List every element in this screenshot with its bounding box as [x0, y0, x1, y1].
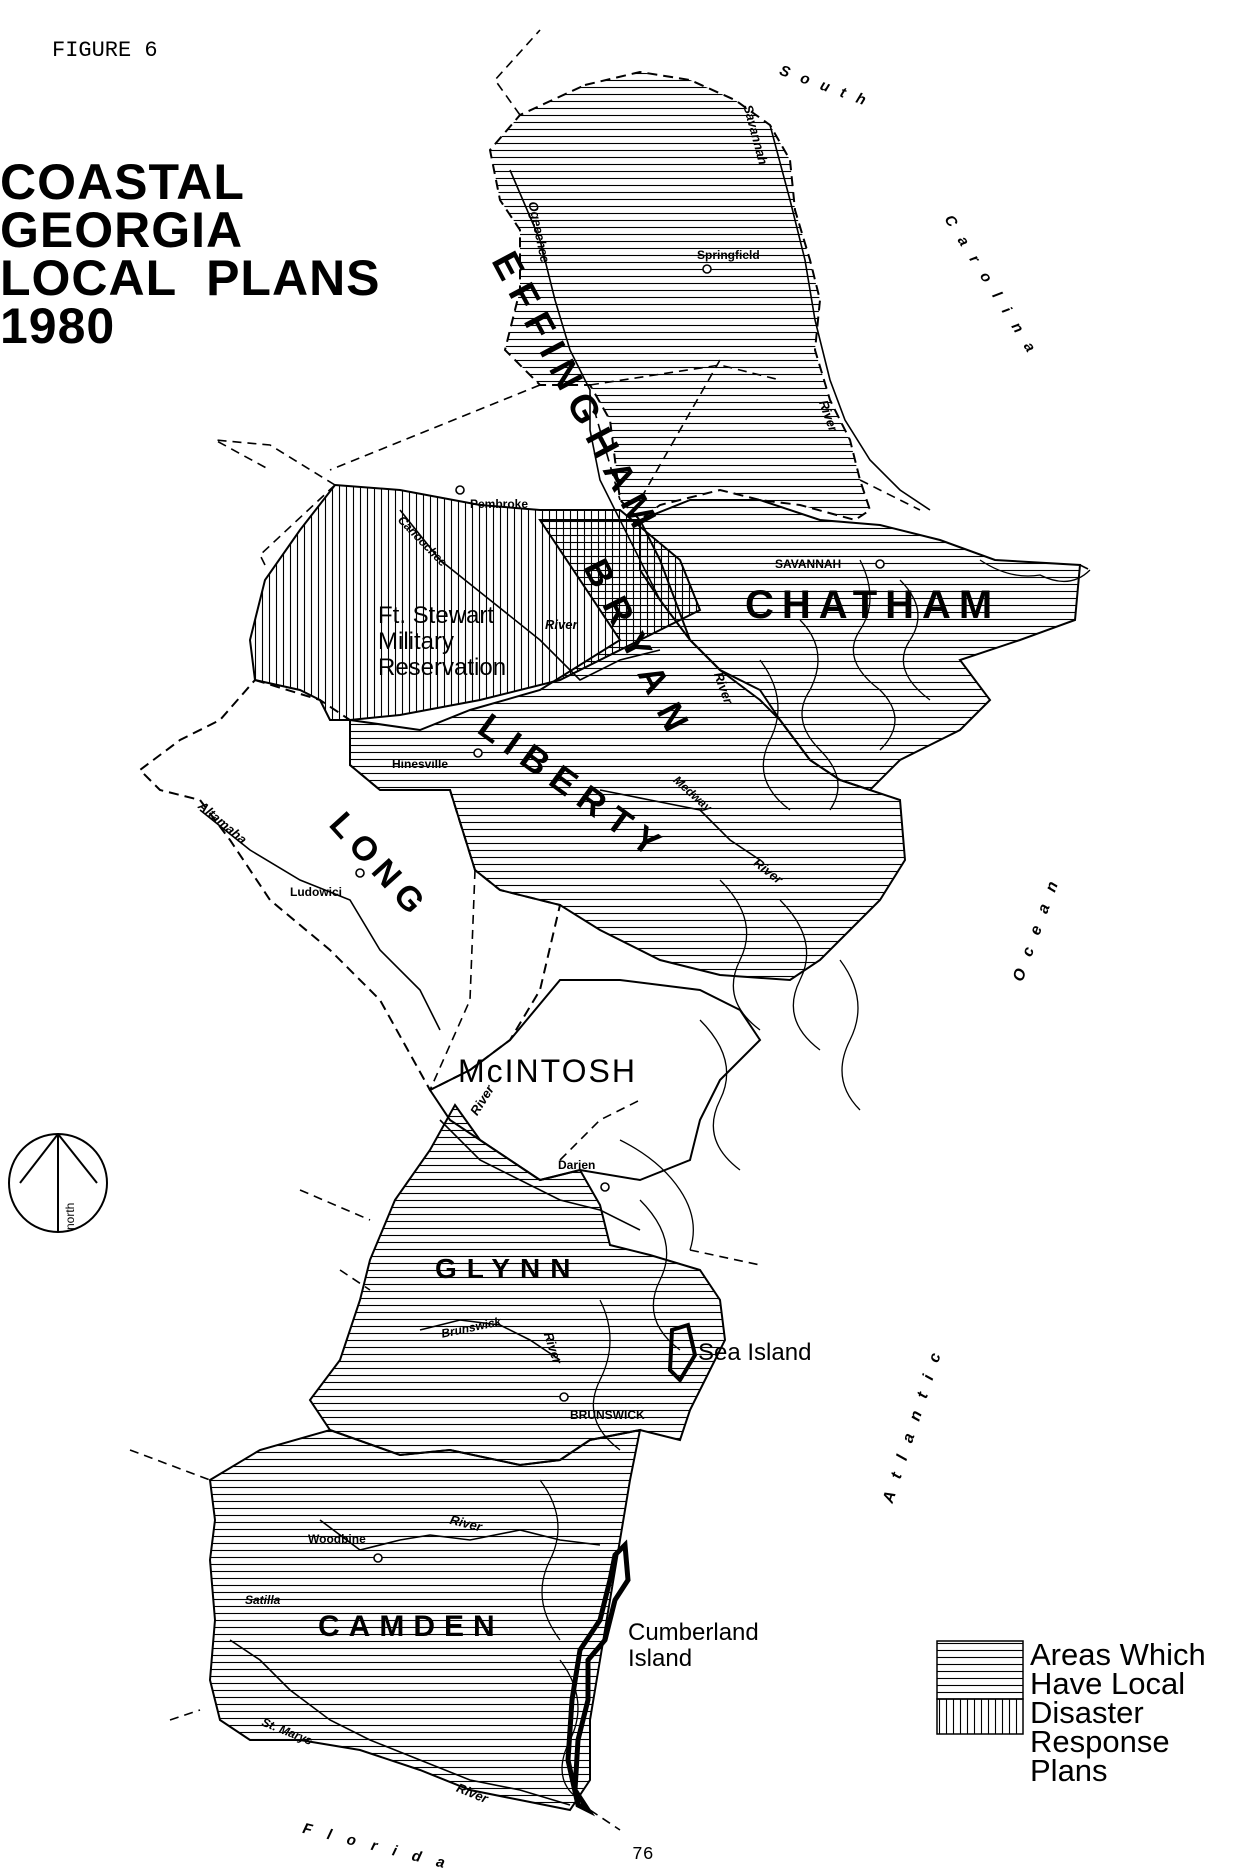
county-label-mcintosh: McINTOSH	[458, 1053, 637, 1089]
legend-line-2: Have Local	[1030, 1666, 1186, 1701]
north-arrow	[8, 1133, 108, 1233]
legend-text: Areas Which Have Local Disaster Response…	[1030, 1637, 1206, 1788]
town-hinesville: Hinesville	[392, 757, 449, 771]
legend-swatch-vertical	[936, 1698, 1024, 1735]
sea-island-outline	[667, 1322, 698, 1384]
north-label: north	[63, 1202, 77, 1230]
title-line-1: COASTAL	[0, 154, 245, 210]
ft-stewart-reservation-area	[248, 483, 702, 721]
ft-stewart-line-1: Ft. Stewart	[378, 602, 495, 629]
cumberland-line-1: Cumberland	[628, 1619, 759, 1646]
town-brunswick: BRUNSWICK	[570, 1408, 645, 1422]
boundary-lines	[129, 29, 1091, 1831]
cumberland-island-outline	[565, 1539, 631, 1817]
town-ludowici: Ludowici	[290, 885, 342, 899]
effingham-county-area	[488, 70, 872, 522]
cumberland-island-label: Cumberland Island	[628, 1620, 759, 1672]
town-springfield: Springfield	[697, 248, 760, 262]
camden-county-area	[208, 1428, 642, 1812]
town-savannah: SAVANNAH	[775, 557, 842, 571]
legend-swatches	[936, 1640, 1024, 1735]
county-label-chatham: CHATHAM	[745, 583, 1001, 627]
ft-stewart-label: Ft. Stewart Military Reservation	[378, 603, 506, 681]
town-pembroke: Pembroke	[470, 497, 529, 511]
title-line-2: GEORGIA	[0, 202, 244, 258]
legend-swatch-horizontal	[936, 1640, 1024, 1700]
title-line-4: 1980	[0, 298, 116, 354]
label-satilla: Satilla	[245, 1593, 281, 1607]
legend-line-5: Plans	[1030, 1753, 1108, 1788]
map-title: COASTAL GEORGIA LOCAL PLANS 1980	[0, 154, 381, 354]
label-canoochee-river: River	[545, 617, 578, 632]
title-line-3: LOCAL PLANS	[0, 250, 381, 306]
figure-label: FIGURE 6	[52, 38, 158, 63]
cumberland-line-2: Island	[628, 1645, 693, 1672]
town-darien: Darien	[558, 1158, 596, 1172]
ft-stewart-line-2: Military	[378, 628, 454, 655]
page-number: 76	[632, 1845, 654, 1865]
county-label-camden: CAMDEN	[318, 1610, 504, 1643]
town-woodbine: Woodbine	[308, 1532, 366, 1546]
county-label-glynn: GLYNN	[435, 1253, 581, 1284]
coastal-marsh-lines	[539, 559, 1091, 1801]
ft-stewart-line-3: Reservation	[378, 654, 507, 681]
town-markers	[355, 264, 885, 1563]
legend-line-3: Disaster	[1030, 1695, 1144, 1730]
legend-line-4: Response	[1030, 1724, 1170, 1759]
glynn-county-area	[308, 1103, 727, 1467]
sea-island-label: Sea Island	[698, 1339, 812, 1366]
rivers	[199, 124, 931, 1806]
legend-line-1: Areas Which	[1030, 1637, 1206, 1672]
